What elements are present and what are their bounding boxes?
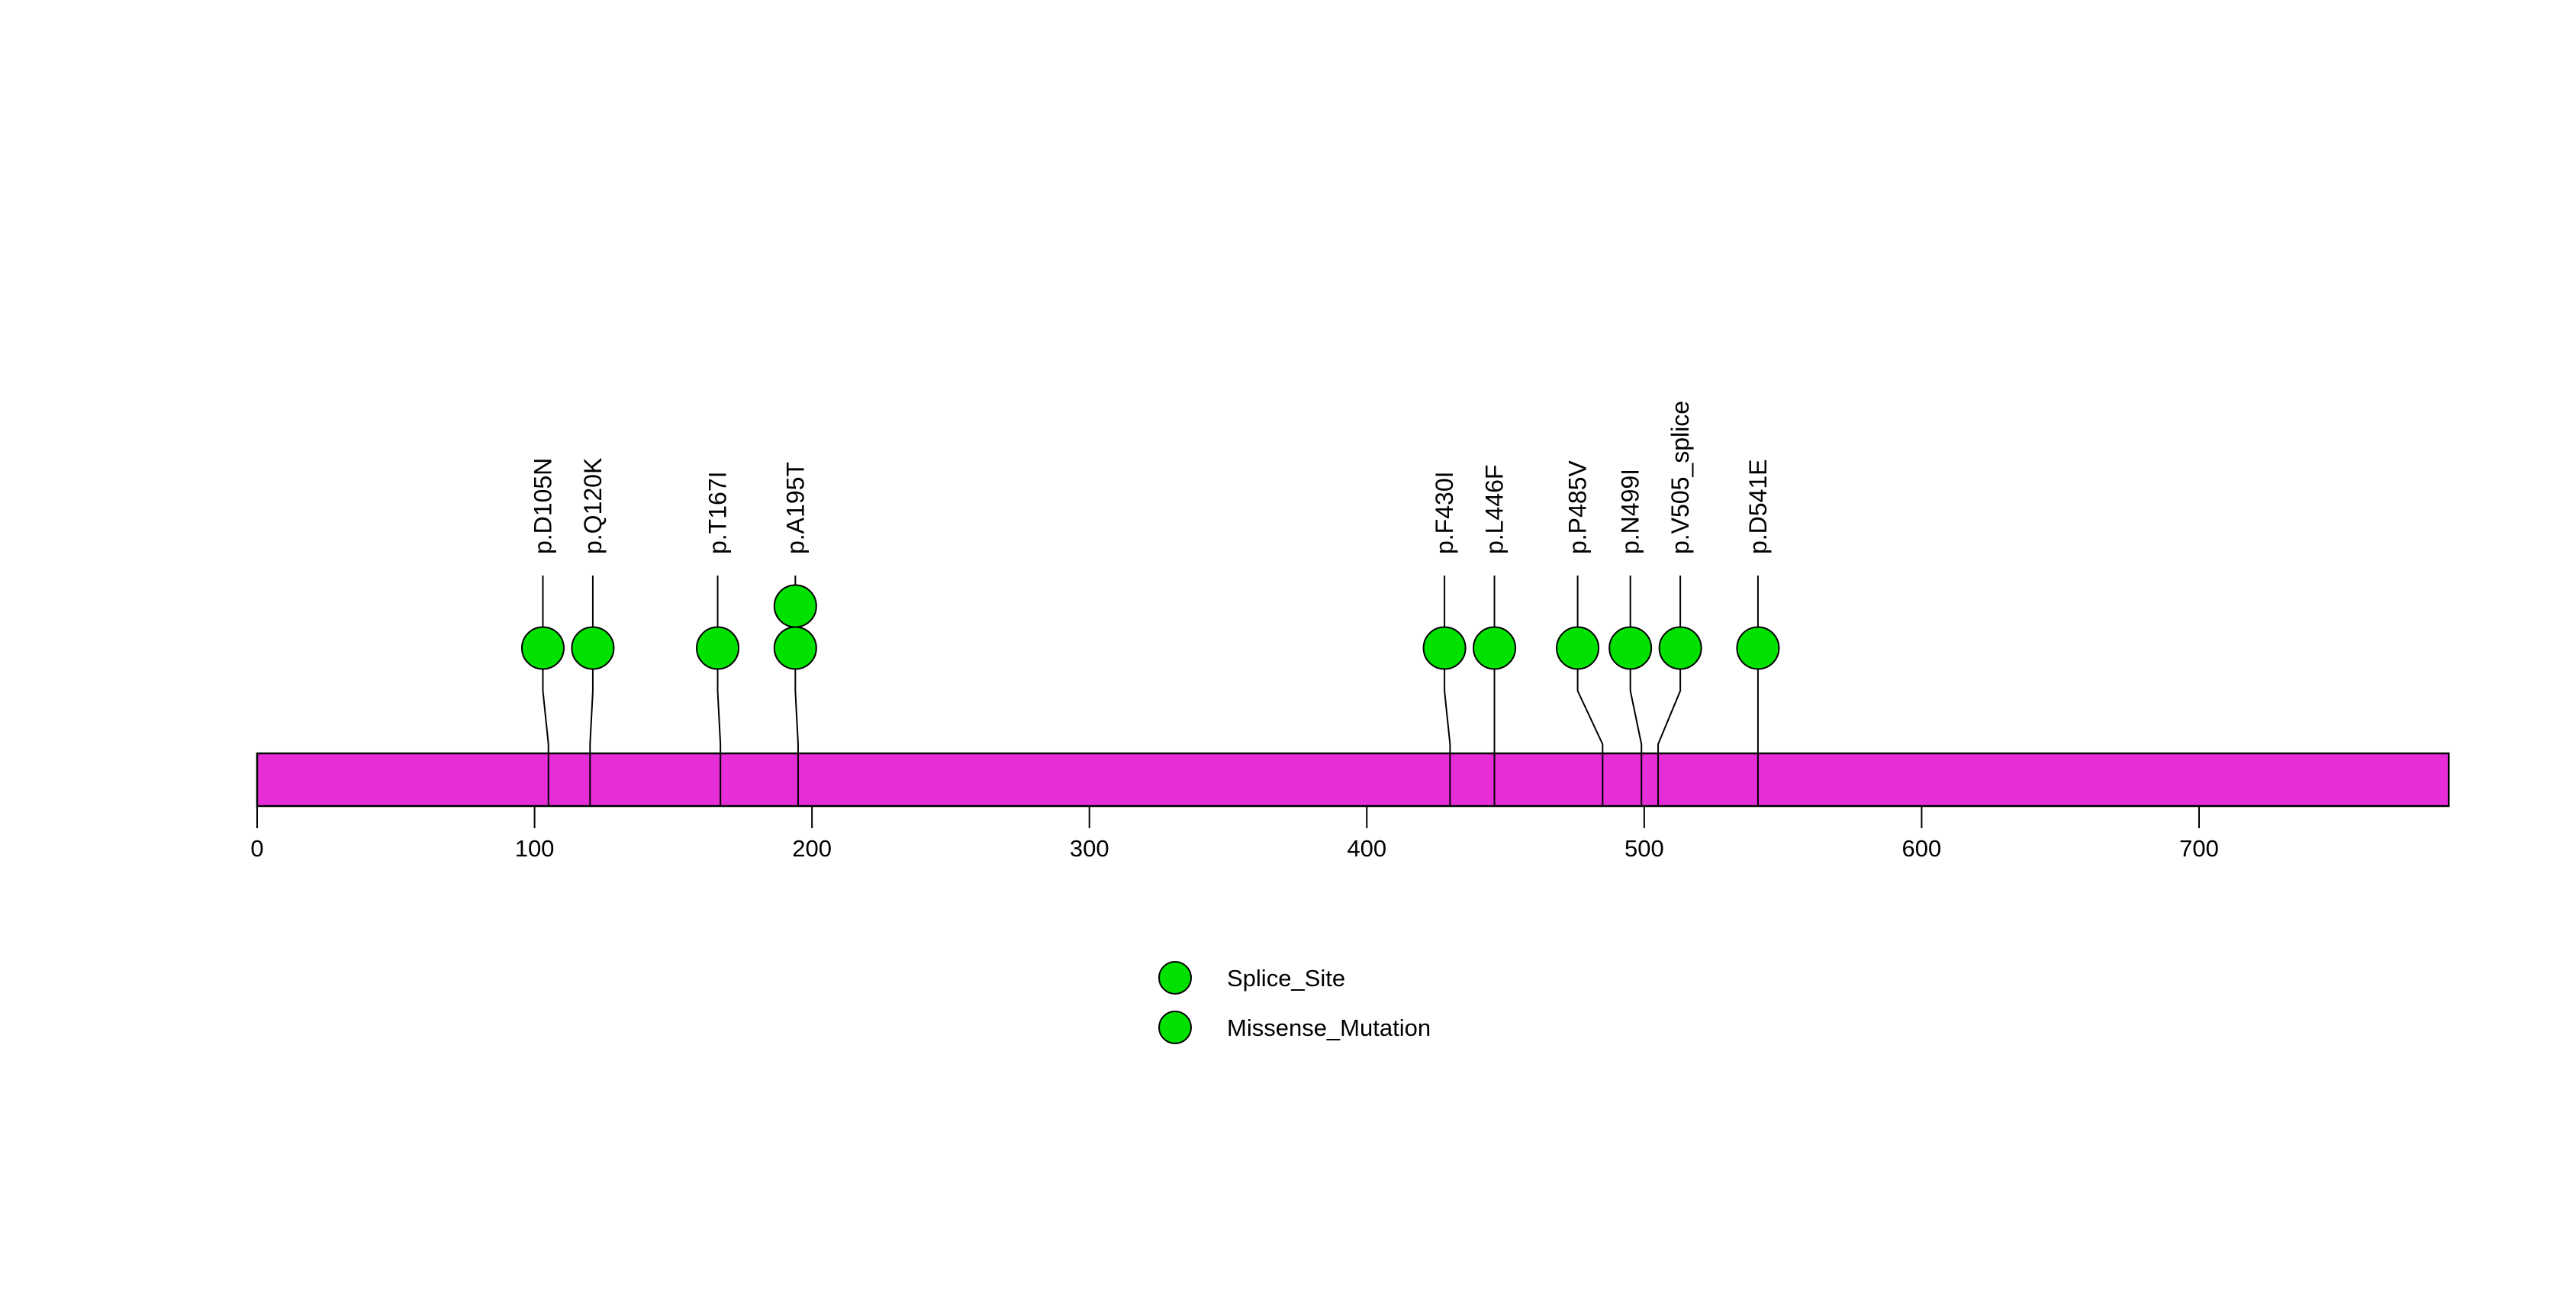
legend-marker [1158,961,1192,995]
mutation-marker [1556,626,1600,670]
legend-label: Missense_Mutation [1227,1014,1431,1041]
axis-tick-label: 200 [792,835,832,862]
mutation-label: p.F430I [1431,471,1458,554]
protein-bar [256,752,2450,808]
mutation-marker [1473,626,1517,670]
mutation-label: p.D541E [1744,459,1772,554]
axis-tick-label: 500 [1624,835,1664,862]
mutation-label: p.P485V [1564,460,1592,554]
mutation-label: p.N499I [1617,469,1644,554]
mutation-label: p.D105N [529,458,556,554]
axis-tick-label: 300 [1070,835,1109,862]
mutation-label: p.L446F [1481,465,1509,554]
mutation-label: p.T167I [704,471,732,554]
mutation-marker [773,626,817,670]
legend-marker [1158,1011,1192,1044]
mutation-marker [520,626,565,670]
mutation-label: p.Q120K [579,458,607,554]
mutation-marker [1658,626,1702,670]
mutation-label: p.A195T [781,462,809,554]
mutation-label: p.V505_splice [1666,401,1694,554]
axis-tick-label: 0 [250,835,263,862]
mutation-marker [696,626,740,670]
mutation-marker [1422,626,1467,670]
axis-tick-label: 400 [1347,835,1386,862]
mutation-marker [773,584,817,628]
axis-tick-label: 600 [1902,835,1942,862]
mutation-marker [1736,626,1780,670]
mutation-marker [1608,626,1653,670]
mutation-marker [571,626,615,670]
legend-label: Splice_Site [1227,965,1345,992]
axis-tick-label: 700 [2179,835,2219,862]
axis-tick-label: 100 [515,835,555,862]
